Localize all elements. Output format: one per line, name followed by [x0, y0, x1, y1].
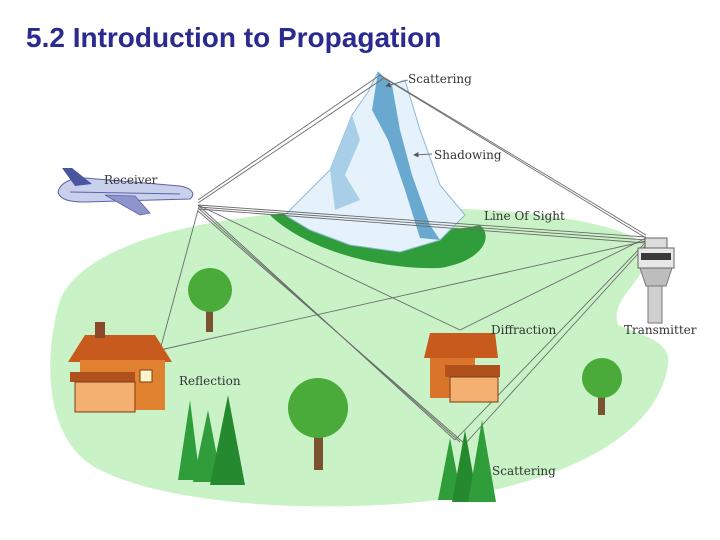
scattering-top-label: Scattering — [408, 72, 472, 86]
transmitter-label: Transmitter — [624, 323, 697, 337]
transmitter-tower — [637, 237, 675, 324]
shadowing-label: Shadowing — [434, 148, 502, 162]
page-title: 5.2 Introduction to Propagation — [26, 22, 442, 53]
forest-left — [178, 395, 245, 485]
mountain — [270, 71, 486, 269]
line-of-sight-label: Line Of Sight — [484, 209, 565, 223]
house-left — [68, 322, 172, 413]
tree-right — [582, 358, 622, 415]
house-middle — [424, 333, 500, 403]
tree-left — [188, 268, 232, 332]
airplane-receiver — [57, 168, 194, 216]
forest-right — [438, 420, 496, 502]
reflection-label: Reflection — [179, 374, 241, 388]
diffraction-label: Diffraction — [491, 323, 556, 337]
receiver-label: Receiver — [104, 173, 158, 187]
tree-center — [288, 378, 348, 470]
propagation-rays — [159, 74, 647, 445]
scattering-bottom-label: Scattering — [492, 464, 556, 478]
